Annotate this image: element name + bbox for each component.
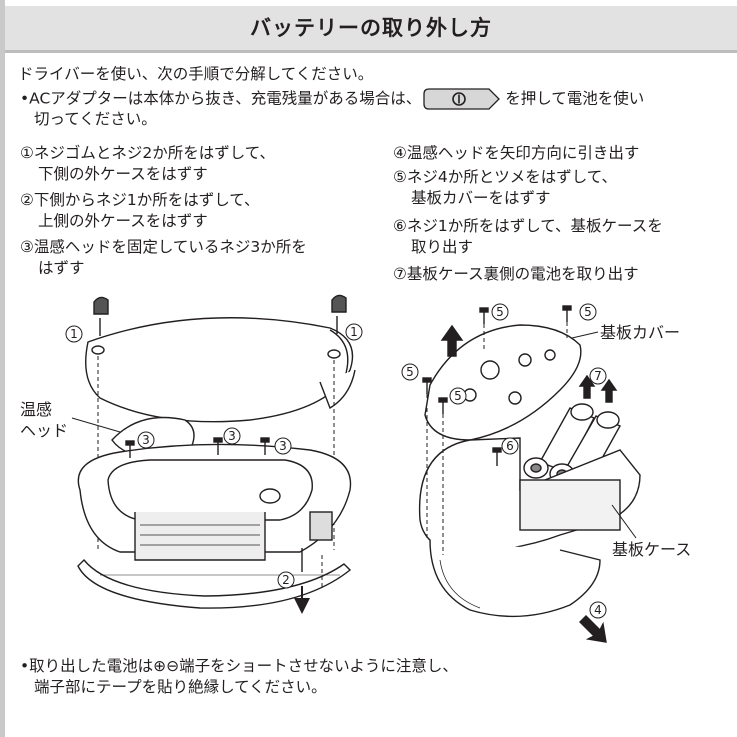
screws-5	[422, 305, 572, 414]
batteries	[523, 403, 621, 485]
callout-2: 2	[277, 571, 295, 589]
intro-text: ドライバーを使い、次の手順で分解してください。	[18, 65, 374, 83]
note-battery-line2: 端子部にテープを貼り絶縁してください。	[34, 678, 327, 696]
callout-3a: 3	[137, 431, 155, 449]
svg-text:4: 4	[594, 603, 602, 617]
note-ac-line2: 切ってください。	[34, 110, 157, 128]
step-4-line1: ④温感ヘッドを矢印方向に引き出す	[393, 144, 640, 162]
power-button-illustration	[423, 88, 503, 110]
power-icon	[423, 88, 501, 110]
callout-5b: 5	[579, 303, 597, 321]
callout-3c: 3	[274, 437, 292, 455]
svg-text:6: 6	[506, 439, 514, 453]
step-5-line1: ⑤ネジ4か所とツメをはずして、	[393, 168, 618, 186]
step-7-line1: ⑦基板ケース裏側の電池を取り出す	[393, 265, 639, 283]
step-5-line2: 基板カバーをはずす	[411, 189, 551, 207]
svg-text:5: 5	[406, 365, 414, 379]
left-margin-rule	[0, 0, 5, 737]
lower-outer-case	[77, 558, 352, 609]
arrow-up-icon	[600, 378, 618, 403]
main-body	[77, 443, 352, 561]
arrow-down-right-icon	[579, 615, 607, 643]
label-head-line2: ヘッド	[20, 421, 68, 440]
disassembly-illustration: 1 1 3 3 3 2 5 5 5 5 6 7 4 温感 ヘッド 基板カバー 基…	[20, 294, 691, 643]
svg-text:1: 1	[70, 327, 78, 341]
callout-5c: 5	[401, 363, 419, 381]
svg-text:5: 5	[584, 305, 592, 319]
arrow-up-icon	[440, 324, 464, 357]
callout-3b: 3	[223, 427, 241, 445]
label-head-line1: 温感	[20, 400, 52, 419]
svg-text:5: 5	[454, 389, 462, 403]
screw-rubber-left	[93, 296, 109, 336]
callout-4: 4	[589, 601, 607, 619]
svg-text:3: 3	[279, 439, 287, 453]
callout-7: 7	[589, 367, 607, 385]
step-3-line1: ③温感ヘッドを固定しているネジ3か所を	[20, 238, 307, 256]
svg-text:3: 3	[142, 433, 150, 447]
bullet: •	[20, 89, 30, 108]
label-board-case: 基板ケース	[612, 540, 691, 559]
svg-text:2: 2	[282, 573, 290, 587]
arrow-up-icon	[578, 374, 596, 399]
title-bar	[5, 6, 737, 50]
title-underline	[5, 50, 737, 53]
step-3-line2: はずす	[38, 259, 85, 277]
note-battery-line1: •取り出した電池は⊕⊖端子をショートさせないように注意し、	[20, 656, 458, 677]
callout-6: 6	[501, 437, 519, 455]
svg-text:3: 3	[228, 429, 236, 443]
callout-1-left: 1	[65, 325, 83, 343]
board-cover	[424, 324, 582, 441]
note-battery-text: 取り出した電池は⊕⊖端子をショートさせないように注意し、	[29, 657, 458, 675]
bullet: •	[20, 657, 30, 675]
callout-1-right: 1	[345, 323, 363, 341]
board-case	[418, 437, 641, 618]
upper-outer-case	[85, 317, 356, 423]
step-1-line2: 下側の外ケースをはずす	[38, 165, 208, 183]
step-1-line1: ①ネジゴムとネジ2か所をはずして、	[20, 144, 276, 162]
step-2-line1: ②下側からネジ1か所をはずして、	[20, 191, 260, 209]
step-6-line2: 取り出す	[411, 238, 474, 256]
step-6-line1: ⑥ネジ1か所をはずして、基板ケースを	[393, 217, 663, 235]
step-2-line2: 上側の外ケースをはずす	[38, 212, 208, 230]
callout-5d: 5	[449, 387, 467, 405]
label-board-cover: 基板カバー	[600, 323, 680, 342]
svg-text:5: 5	[496, 305, 504, 319]
screw-rubber-right	[331, 294, 347, 334]
note-ac-line1: •ACアダプターは本体から抜き、充電残量がある場合は、 を押して電池を使い	[20, 88, 644, 110]
callout-5a: 5	[491, 303, 509, 321]
note-ac-text-before: ACアダプターは本体から抜き、充電残量がある場合は、	[29, 89, 422, 108]
svg-text:1: 1	[350, 325, 358, 339]
screws-3	[125, 437, 270, 458]
page-title: バッテリーの取り外し方	[250, 16, 492, 40]
svg-text:7: 7	[594, 369, 602, 383]
note-ac-text-after: を押して電池を使い	[505, 89, 645, 108]
